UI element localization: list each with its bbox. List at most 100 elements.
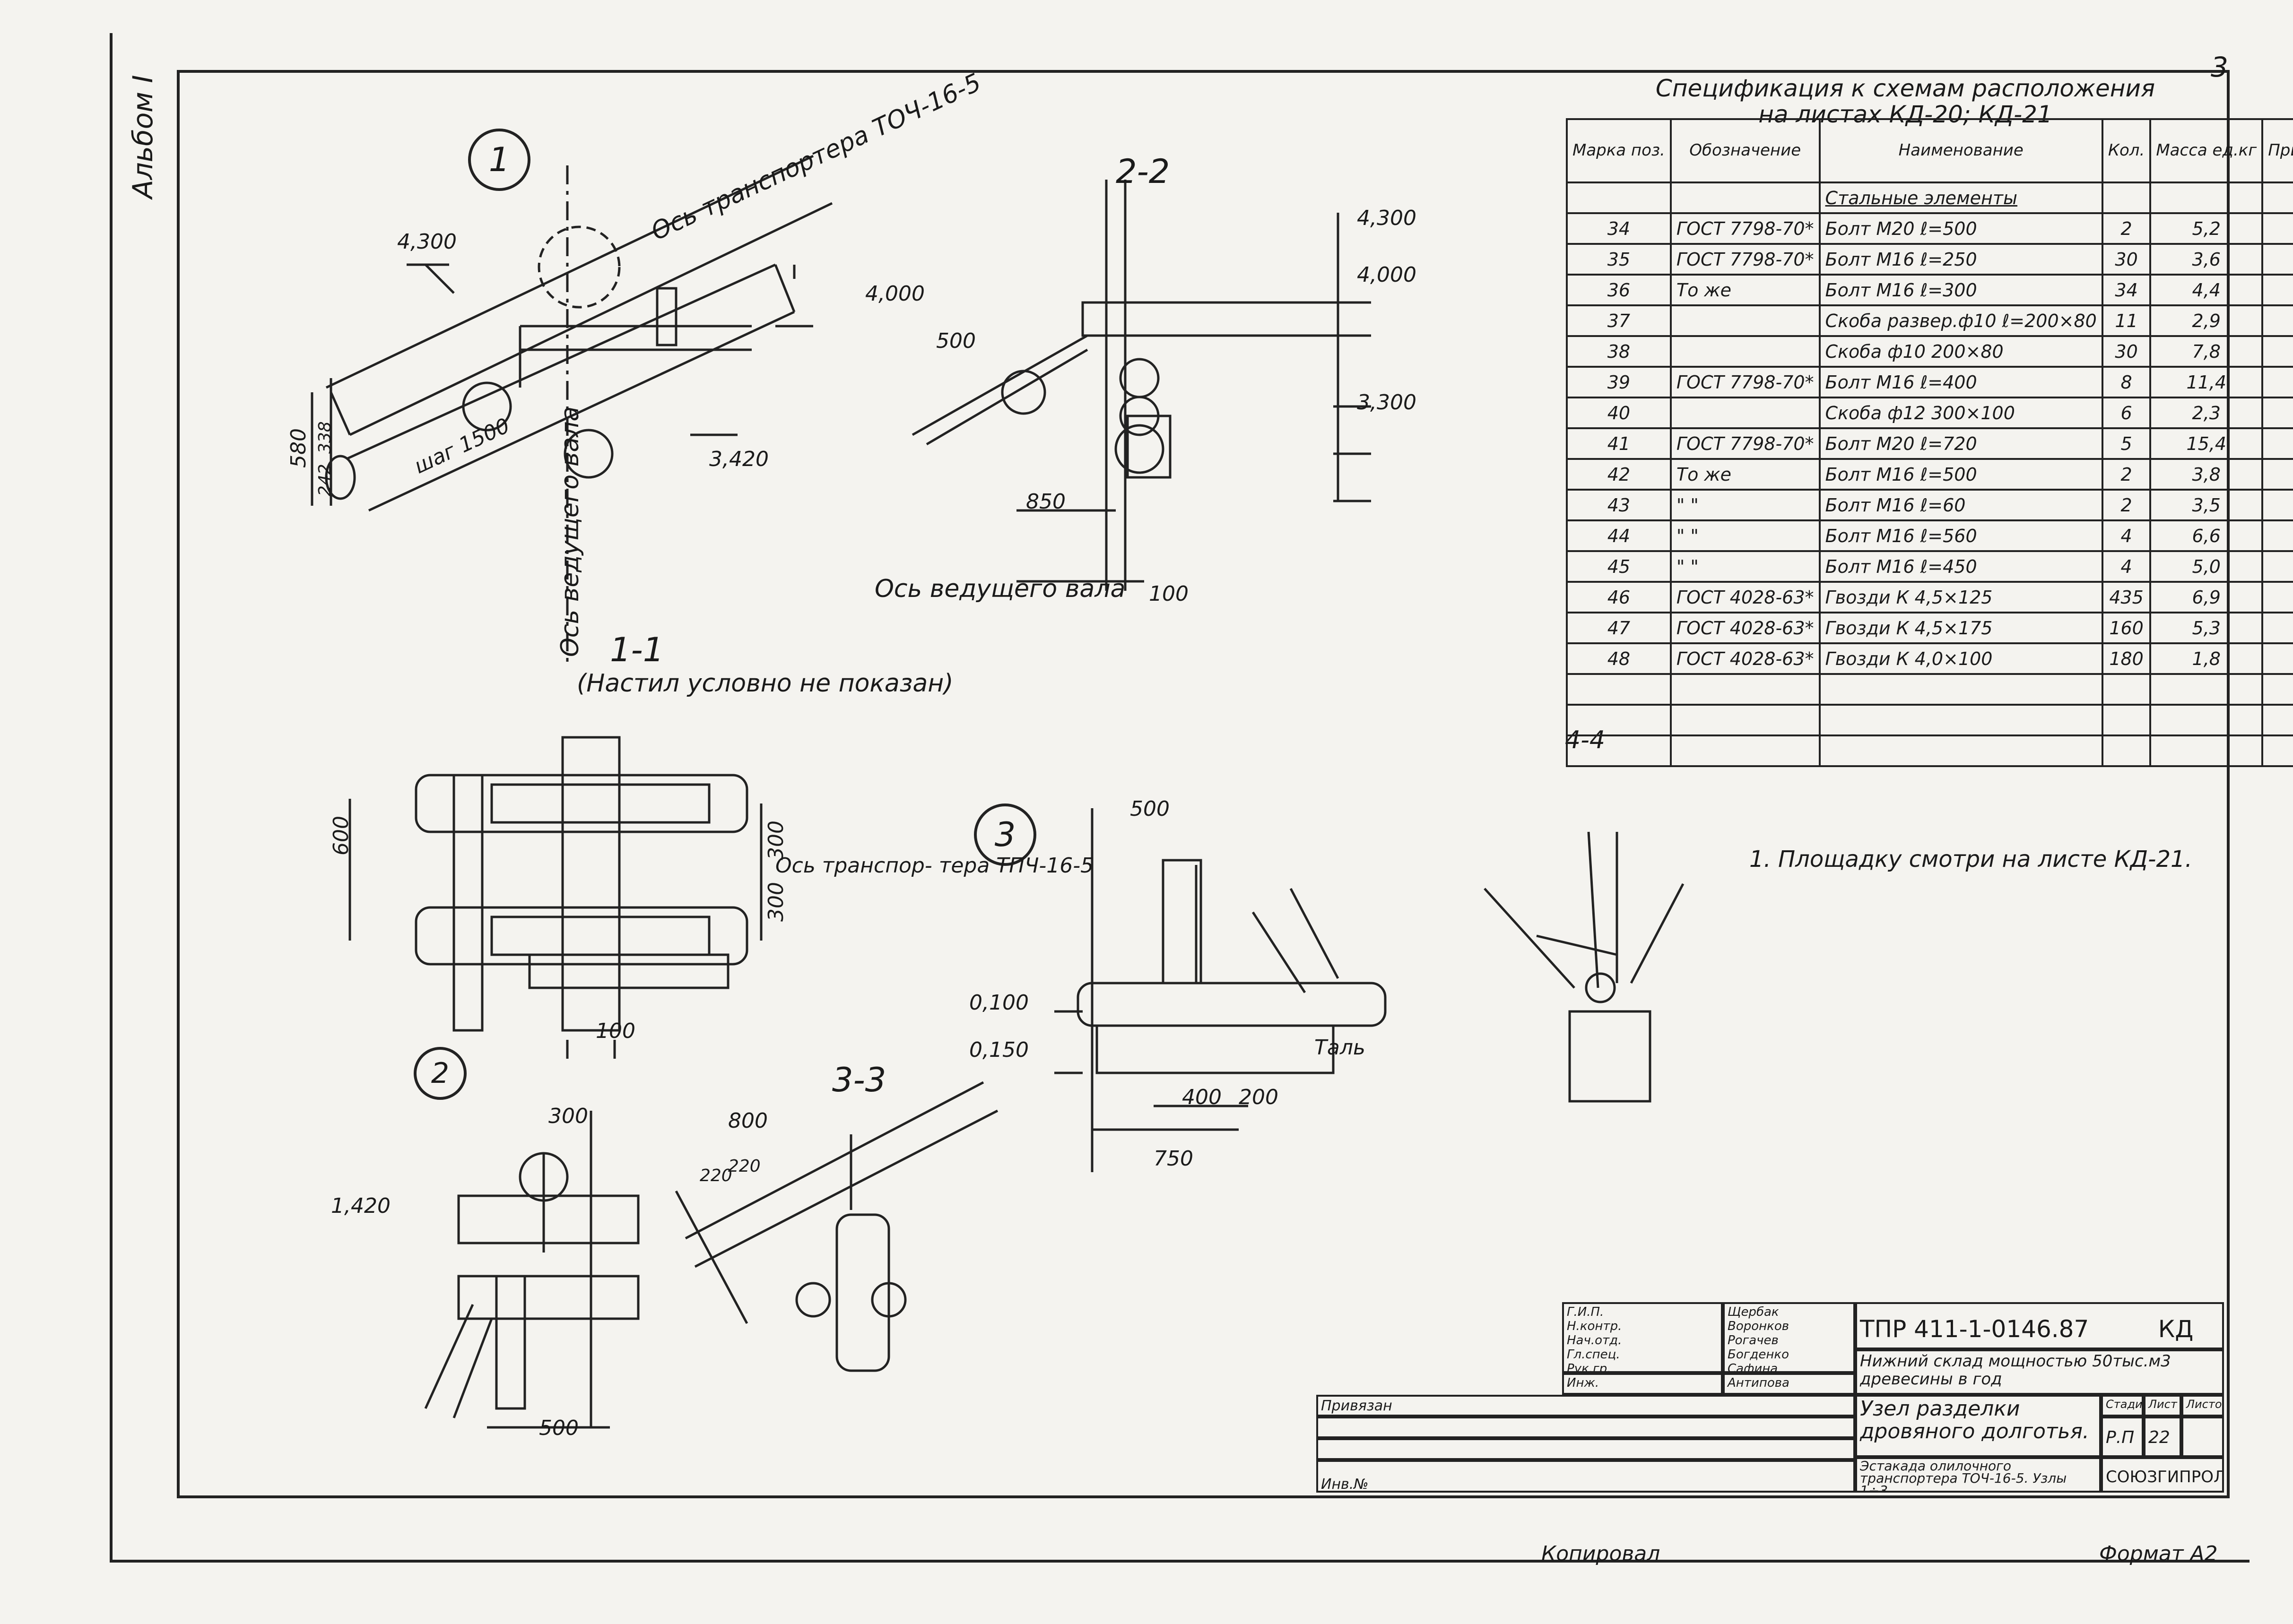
spec-row [1566, 734, 2293, 767]
spec-cell-designation [1669, 335, 1821, 368]
spec-section-row: Стальные элементы [1566, 181, 2293, 214]
axis-transporter2-label: Ось транспор- тера ТПЧ-16-5 [775, 854, 1094, 878]
dim-100-sec11: 100 [596, 1019, 635, 1043]
spec-cell-note [2261, 704, 2293, 736]
spec-header-row: Марка поз. Обозначение Наименование Кол.… [1566, 118, 2293, 183]
spec-cell-qty: 34 [2101, 274, 2152, 306]
spec-cell-mass: 3,6 [2149, 243, 2264, 276]
spec-cell-mass: 6,9 [2149, 581, 2264, 613]
organization: СОЮЗГИПРОЛЕСХОЗ [2101, 1457, 2224, 1493]
section-33-title: 3-3 [832, 1061, 886, 1099]
spec-cell-designation: ГОСТ 7798-70* [1669, 427, 1821, 460]
general-note: 1. Площадку смотри на листе КД-21. [1749, 846, 2192, 872]
spec-cell-designation [1669, 704, 1821, 736]
spec-cell-note [2261, 304, 2293, 337]
sheet-header: Лист [2144, 1395, 2181, 1417]
stage-value: Р.П [2101, 1417, 2144, 1457]
spec-cell-designation: " " [1669, 550, 1821, 583]
spec-cell-note [2261, 243, 2293, 276]
spec-cell-mark: 40 [1566, 397, 1672, 429]
dim-500-node3: 500 [1130, 797, 1170, 821]
section44-geometry [1484, 831, 1685, 1103]
format-label: Формат А2 [2099, 1542, 2218, 1566]
elev-3420: 3,420 [709, 447, 769, 471]
spec-cell-mark: 44 [1566, 519, 1672, 552]
spec-cell-note [2261, 458, 2293, 491]
spec-cell-mark: 35 [1566, 243, 1672, 276]
spec-cell-designation: ГОСТ 7798-70* [1669, 212, 1821, 245]
role-gip: Г.И.П. [1567, 1305, 1604, 1319]
spec-cell-note [2261, 274, 2293, 306]
spec-cell-designation: ГОСТ 4028-63* [1669, 642, 1821, 675]
dim-500-node2: 500 [539, 1416, 579, 1440]
spec-cell-qty: 2 [2101, 212, 2152, 245]
spec-cell-name [1818, 704, 2103, 736]
dim-800: 800 [728, 1109, 768, 1133]
spec-cell-mass: 3,5 [2149, 489, 2264, 521]
spec-cell-designation: ГОСТ 4028-63* [1669, 612, 1821, 644]
spec-cell-qty [2101, 704, 2152, 736]
name-5: Антипова [1723, 1373, 1855, 1395]
inner-frame [177, 70, 2230, 1498]
spec-cell-designation [1669, 397, 1821, 429]
spec-cell-mark: 43 [1566, 489, 1672, 521]
dim-300-node2: 300 [548, 1104, 588, 1128]
spec-cell-name [1818, 673, 2103, 706]
spec-cell-mark: 37 [1566, 304, 1672, 337]
outer-frame [110, 33, 2250, 1563]
spec-cell-name: Гвозди К 4,0×100 [1818, 642, 2103, 675]
spec-cell-mass: 2,3 [2149, 397, 2264, 429]
spec-cell-mark [1566, 704, 1672, 736]
node2-marker: 2 [414, 1047, 467, 1100]
spec-cell-mark: 34 [1566, 212, 1672, 245]
spec-cell-note [2261, 397, 2293, 429]
spec-cell-mark [1566, 673, 1672, 706]
section33-geometry [675, 1081, 999, 1372]
section22-geometry [912, 180, 1371, 591]
spec-cell-qty [2101, 734, 2152, 767]
spec-cell-name: Болт М16 ℓ=250 [1818, 243, 2103, 276]
spec-row [1566, 673, 2293, 706]
spec-row [1566, 704, 2293, 736]
spec-cell-designation: ГОСТ 4028-63* [1669, 581, 1821, 613]
spec-header-mark: Марка поз. [1566, 118, 1672, 183]
spec-cell-designation: ГОСТ 7798-70* [1669, 243, 1821, 276]
spec-cell-note [2261, 642, 2293, 675]
spec-header-note: Приме- чание [2261, 118, 2293, 183]
spec-cell-mark: 41 [1566, 427, 1672, 460]
spec-cell-designation: То же [1669, 458, 1821, 491]
spec-table: Марка поз. Обозначение Наименование Кол.… [1566, 118, 2293, 767]
spec-cell-qty: 8 [2101, 366, 2152, 398]
project-title: Нижний склад мощностью 50тыс.м3 древесин… [1855, 1349, 2224, 1395]
dim-850: 850 [1026, 490, 1066, 514]
axis-shaft-label-1: Ось ведущего вала [556, 406, 584, 657]
spec-cell-qty: 180 [2101, 642, 2152, 675]
spec-cell-qty: 435 [2101, 581, 2152, 613]
inv-label: Инв.№ [1316, 1460, 1855, 1493]
spec-cell-qty: 30 [2101, 243, 2152, 276]
name-0: Щербак [1728, 1305, 1779, 1319]
spec-cell-mass [2149, 704, 2264, 736]
spec-cell-mark [1566, 734, 1672, 767]
dim-242: 242 [315, 464, 335, 496]
role-nkontr: Н.контр. [1567, 1319, 1622, 1333]
spec-cell-designation: То же [1669, 274, 1821, 306]
spec-cell-name: Болт М16 ℓ=560 [1818, 519, 2103, 552]
spec-cell-designation: " " [1669, 489, 1821, 521]
elev-0100: 0,100 [969, 991, 1029, 1015]
sheet-value: 22 [2144, 1417, 2181, 1457]
spec-cell-designation [1669, 734, 1821, 767]
spec-cell-designation: ГОСТ 7798-70* [1669, 366, 1821, 398]
name-1: Воронков [1728, 1319, 1789, 1333]
spec-cell-mark: 48 [1566, 642, 1672, 675]
spec-header-qty: Кол. [2101, 118, 2152, 183]
node2-geometry [424, 1111, 640, 1429]
spec-cell-designation [1669, 304, 1821, 337]
spec-cell-mark: 47 [1566, 612, 1672, 644]
